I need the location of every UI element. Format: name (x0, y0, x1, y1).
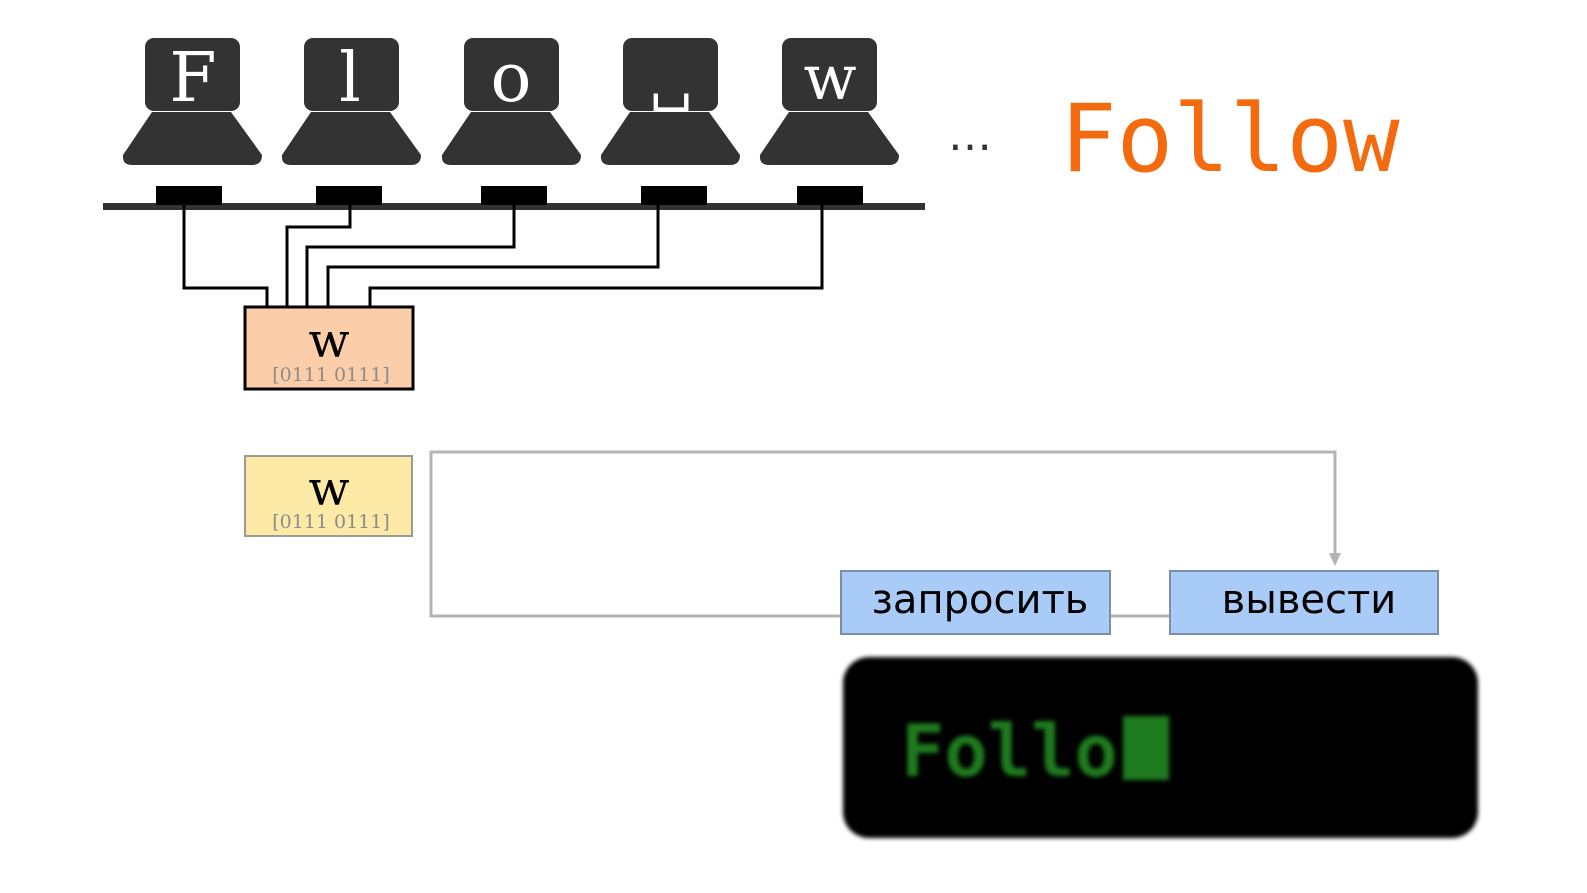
wire-3 (326, 205, 660, 307)
key-0: F (122, 38, 262, 165)
key-1: l (281, 38, 421, 165)
buffer-char: w (308, 461, 349, 517)
latch-box (243, 305, 415, 391)
terminal-output: Follo (901, 709, 1118, 793)
buffer-code: [0111 0111] (272, 511, 390, 533)
key-1-cap (304, 38, 399, 111)
key-1-letter: l (339, 39, 361, 118)
output-box (1169, 570, 1439, 635)
wire-0 (182, 205, 269, 307)
key-0-contact (156, 186, 222, 205)
terminal-cursor (1123, 716, 1169, 780)
key-0-cap (145, 38, 240, 111)
target-word: Follow (1060, 85, 1400, 194)
key-2-base (441, 112, 581, 165)
wire-2 (305, 205, 516, 307)
key-2-contact (481, 186, 547, 205)
ellipsis: … (948, 110, 992, 161)
wire-4 (368, 205, 824, 307)
key-4-cap (782, 38, 877, 111)
output-label: вывести (1222, 577, 1397, 623)
request-operation: запросить (840, 570, 1111, 635)
key-4: w (759, 38, 899, 165)
key-3-letter: ␣ (650, 48, 693, 113)
key-2-letter: o (491, 39, 532, 118)
latch-register: w [0111 0111] (243, 305, 415, 391)
key-3: ␣ (600, 38, 740, 165)
key-4-base (759, 112, 899, 165)
key-3-base (600, 112, 740, 165)
key-0-letter: F (169, 39, 216, 118)
terminal-screen: Follo (843, 657, 1478, 838)
key-4-contact (797, 186, 863, 205)
contact-wires (182, 205, 824, 307)
key-4-letter: w (803, 41, 856, 114)
key-2-cap (464, 38, 559, 111)
key-1-contact (316, 186, 382, 205)
buffer-box (244, 455, 413, 537)
request-box (840, 570, 1111, 635)
latch-char: w (308, 313, 349, 369)
key-0-base (122, 112, 262, 165)
buffer-register: w [0111 0111] (244, 455, 413, 537)
key-3-contact (641, 186, 707, 205)
request-label: запросить (872, 577, 1089, 623)
output-operation: вывести (1169, 570, 1439, 635)
flow-arrowhead (1329, 553, 1341, 566)
flow-lines (429, 450, 1337, 618)
key-2: o (441, 38, 581, 165)
wire-1 (285, 205, 352, 307)
key-3-cap (623, 38, 718, 111)
key-1-base (281, 112, 421, 165)
flow-loop (429, 450, 1337, 618)
latch-code: [0111 0111] (272, 364, 390, 386)
